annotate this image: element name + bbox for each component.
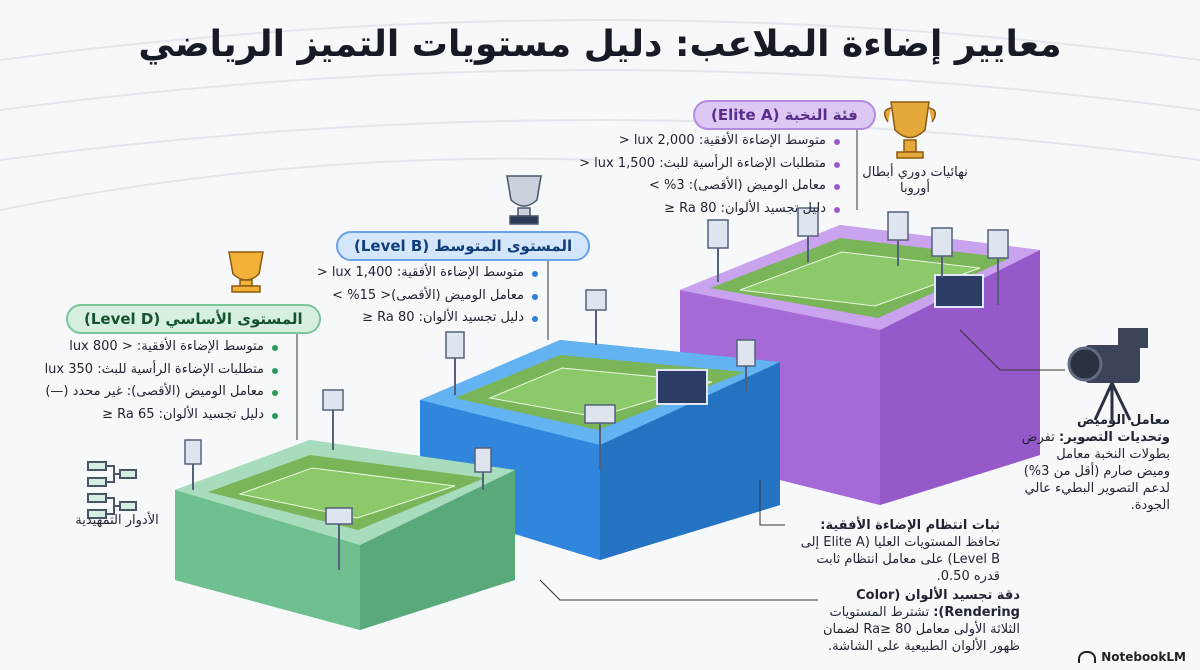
trophy-icon [506, 175, 542, 225]
elite-criteria-list: متوسط الإضاءة الأفقية: lux 2,000 < متطلب… [579, 130, 840, 220]
uniformity-note: ثبات انتظام الإضاءة الأفقية: تحافظ المست… [790, 517, 1000, 585]
basic-icon-label: الأدوار التمهيدية [75, 513, 159, 528]
criteria-item: معامل الوميض (الأقصى): غير محدد (—) [45, 381, 279, 404]
flicker-note: معامل الوميض وتحديات التصوير: تفرض بطولا… [1020, 412, 1170, 514]
color-rendering-note: دقة تجسيد الألوان (Color Rendering): تشت… [820, 587, 1020, 655]
criteria-item: دليل تجسيد الألوان: Ra 65 ≤ [45, 404, 279, 427]
basic-criteria-list: متوسط الإضاءة الأفقية: < lux 800 متطلبات… [45, 336, 279, 427]
elite-icon-label: نهائيات دوري أبطال أوروبا [862, 165, 968, 196]
trophy-icon [228, 251, 264, 293]
criteria-item: متوسط الإضاءة الأفقية: lux 2,000 < [579, 130, 840, 153]
criteria-item: معامل الوميض (الأقصى): 3% > [579, 175, 840, 198]
elite-tier-label: فئة النخبة (Elite A) [693, 100, 876, 130]
criteria-item: متطلبات الإضاءة الرأسية للبث: lux 1,500 … [579, 153, 840, 176]
criteria-item: متوسط الإضاءة الأفقية: lux 1,400 < [317, 262, 539, 285]
criteria-item: متوسط الإضاءة الأفقية: < lux 800 [45, 336, 279, 359]
page-title: معايير إضاءة الملاعب: دليل مستويات التمي… [138, 24, 1062, 65]
criteria-item: دليل تجسيد الألوان: Ra 80 ≤ [317, 307, 539, 330]
mid-criteria-list: متوسط الإضاءة الأفقية: lux 1,400 < معامل… [317, 262, 539, 330]
note-body: تشترط المستويات الثلاثة الأولى معامل Ra≥… [822, 605, 1020, 654]
camera-icon [1067, 328, 1148, 421]
note-body: تحافظ المستويات العليا (Elite A إلى Leve… [800, 535, 1000, 584]
trophy-icon [883, 101, 937, 159]
mid-tier-label: المستوى المتوسط (Level B) [336, 231, 591, 261]
notebooklm-logo-icon [1078, 651, 1097, 663]
note-heading: ثبات انتظام الإضاءة الأفقية: [820, 518, 1000, 533]
criteria-item: معامل الوميض (الأقصى)< 15% > [317, 285, 539, 308]
brand-name: NotebookLM [1101, 650, 1186, 664]
note-heading: معامل الوميض وتحديات التصوير: [1059, 413, 1170, 445]
basic-stadium [175, 389, 515, 630]
criteria-item: متطلبات الإضاءة الرأسية للبث: lux 350 [45, 359, 279, 382]
basic-tier-label: المستوى الأساسي (Level D) [66, 304, 321, 334]
note-body: تفرض بطولات النخبة معامل وميض صارم (أقل … [1021, 430, 1170, 513]
bracket-icon [87, 461, 137, 519]
brand-watermark: NotebookLM [1078, 650, 1186, 664]
note-heading: دقة تجسيد الألوان (Color Rendering): [856, 588, 1020, 620]
criteria-item: دليل تجسيد الألوان: Ra 80 ≤ [579, 198, 840, 221]
